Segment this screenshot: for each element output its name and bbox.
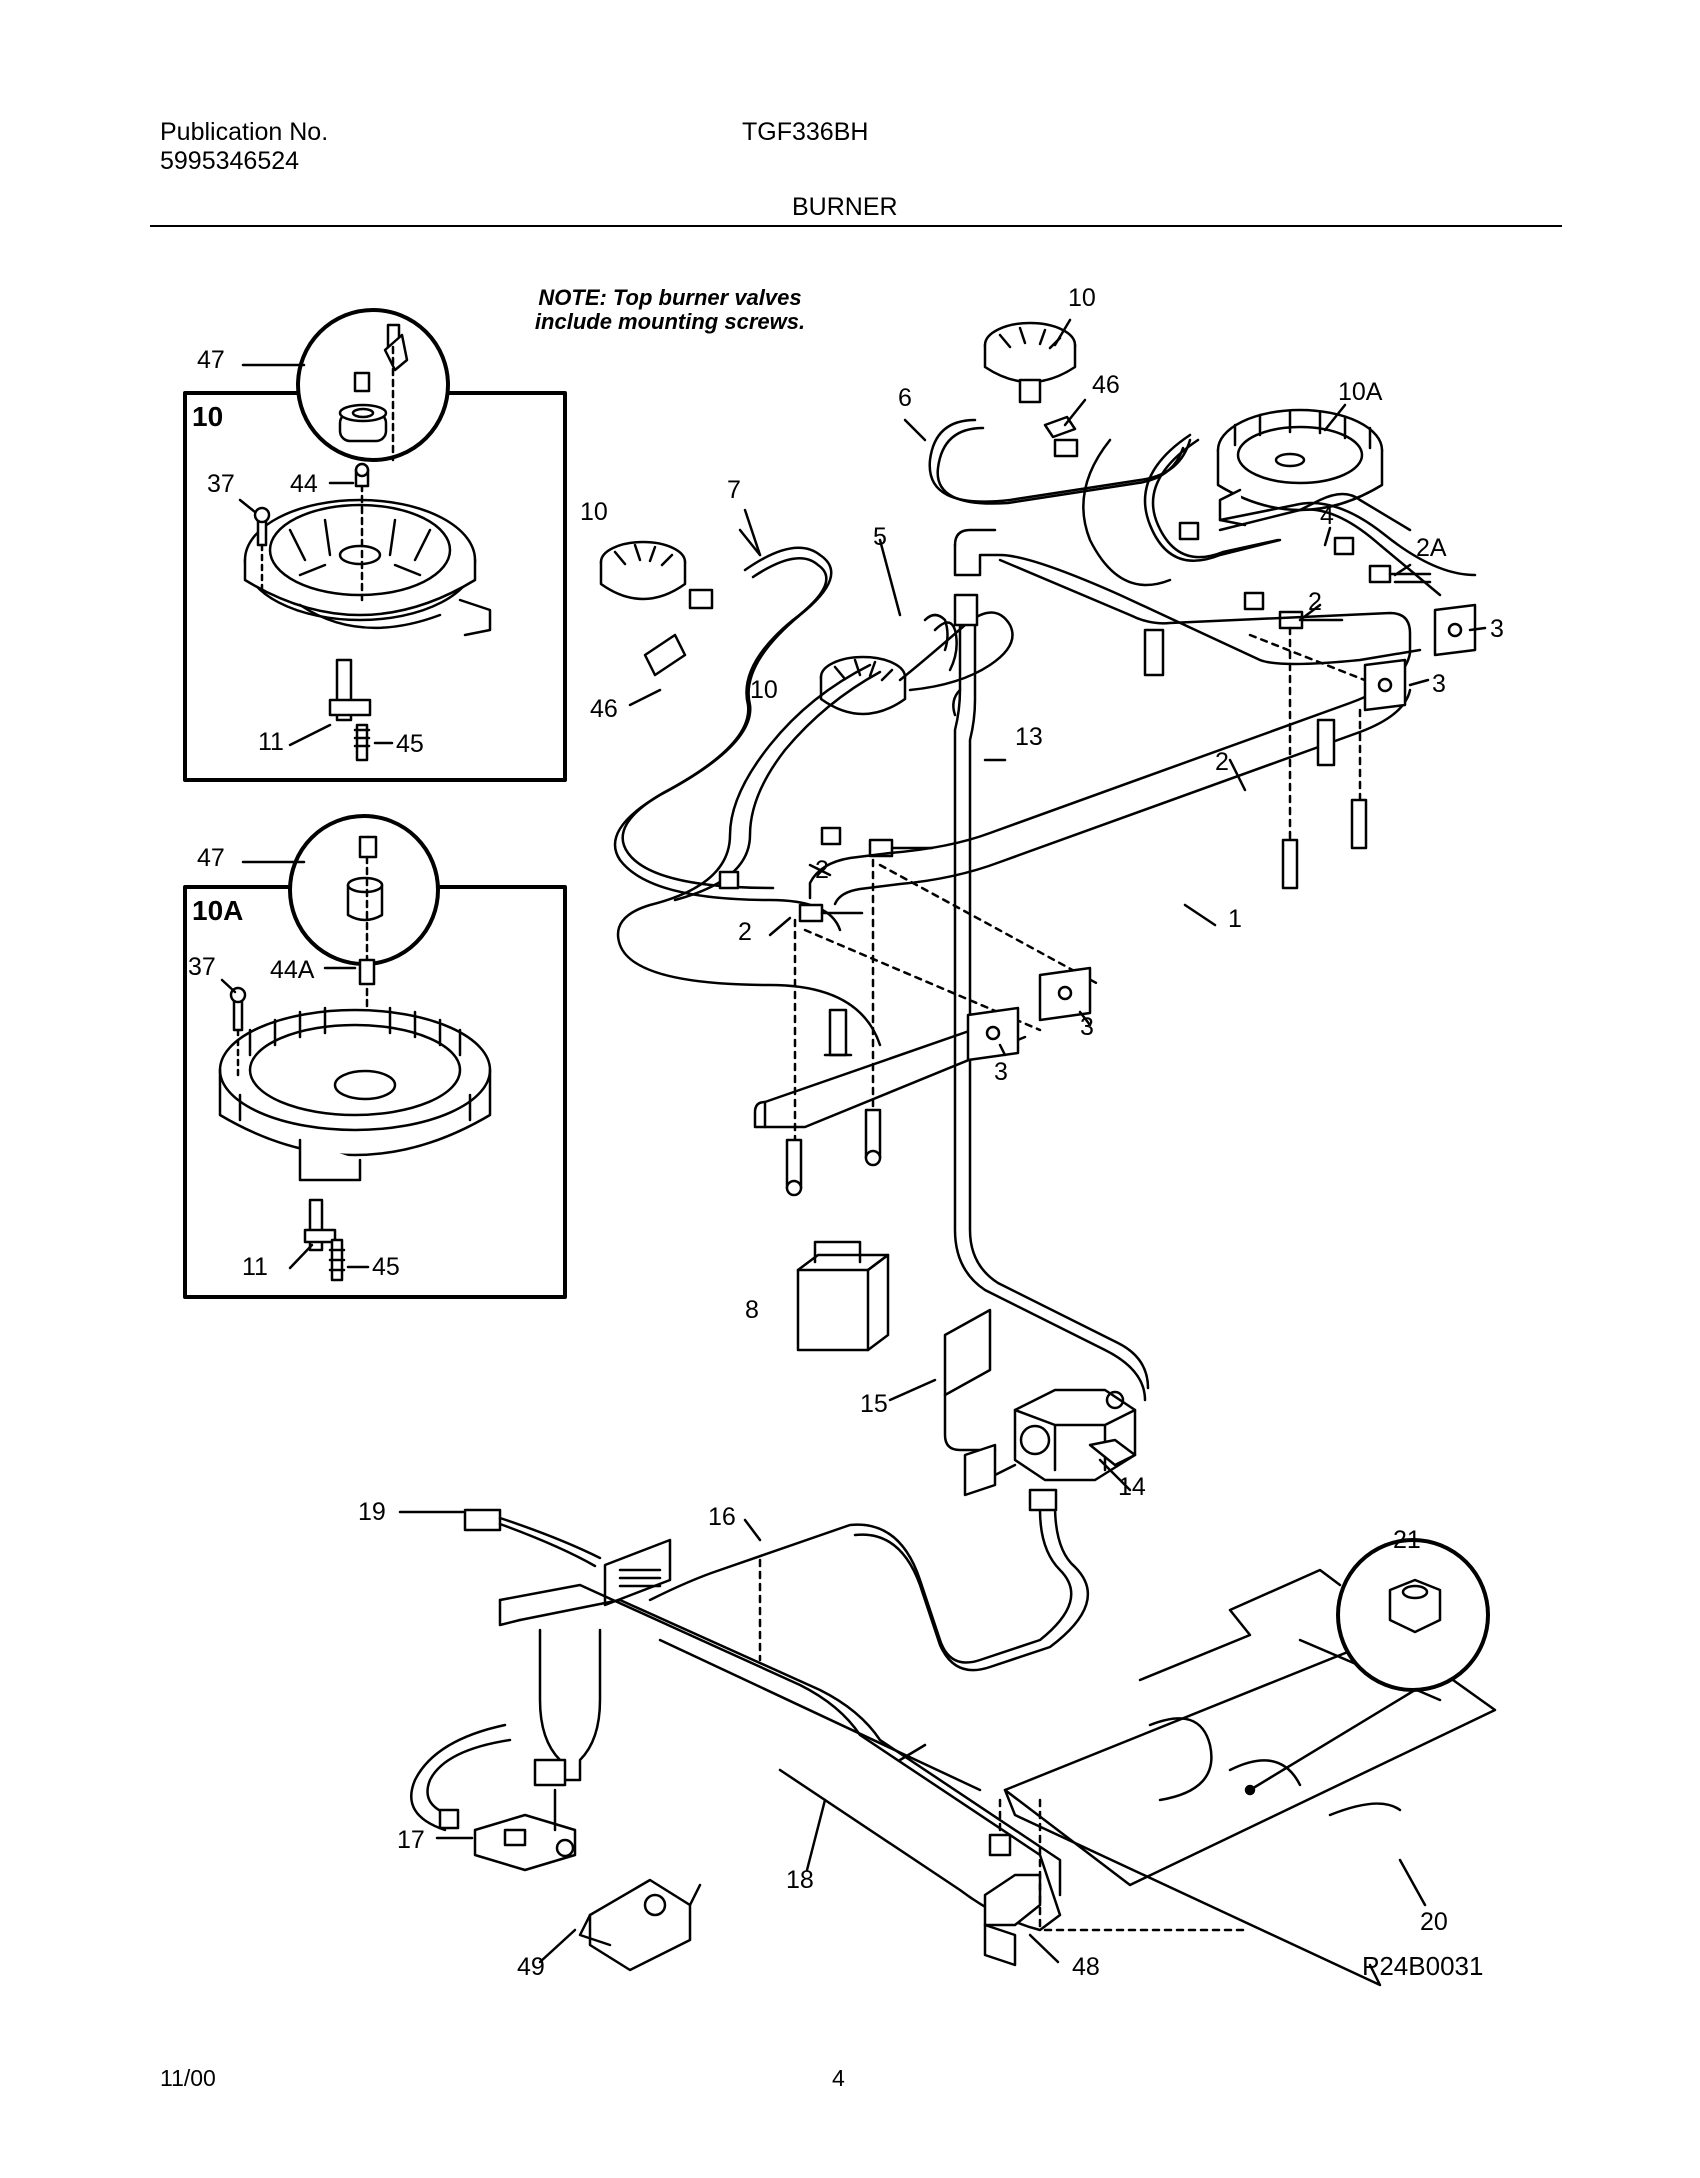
- callout-3: 3: [1490, 615, 1504, 643]
- callout-21: 21: [1393, 1526, 1421, 1554]
- model-number: TGF336BH: [742, 118, 869, 146]
- mounting-screws: [785, 798, 1368, 1197]
- callout-10: 10: [750, 676, 778, 704]
- callout-16: 16: [708, 1503, 736, 1531]
- inset-10-burner-head: [243, 462, 492, 762]
- note-text: NOTE: Top burner valves include mounting…: [515, 286, 825, 334]
- publication-number: 5995346524: [160, 147, 300, 175]
- callout-2: 2: [1308, 588, 1322, 616]
- leader-37-top: [238, 498, 257, 514]
- regulator-bracket: [943, 1308, 1017, 1497]
- callout-2: 2: [1215, 748, 1229, 776]
- callout-18: 18: [786, 1866, 814, 1894]
- callout-6: 6: [898, 384, 912, 412]
- leader-11-top: [288, 723, 332, 747]
- callout-labels: 47 37 44 11 45 47 37 44A 11 45 10 10A 6 …: [188, 284, 1504, 1981]
- callout-1: 1: [1228, 905, 1242, 933]
- header-rule: [150, 225, 1562, 227]
- callout-37: 37: [188, 953, 216, 981]
- callout-49: 49: [517, 1953, 545, 1981]
- inset-10a-title: 10A: [192, 895, 243, 926]
- publication-label: Publication No.: [160, 118, 329, 146]
- callout-8: 8: [745, 1296, 759, 1324]
- burner-brackets-lower: [578, 1873, 1042, 1972]
- callout-10: 10: [580, 498, 608, 526]
- inset-10-zoom-circle: [296, 308, 450, 462]
- callout-20: 20: [1420, 1908, 1448, 1936]
- top-burner-large-10a: [1216, 408, 1384, 527]
- callout-47: 47: [197, 346, 225, 374]
- valve-brackets: [643, 415, 1477, 1062]
- callout-45: 45: [372, 1253, 400, 1281]
- figure-code: P24B0031: [1362, 1951, 1483, 1981]
- callout-3: 3: [1080, 1013, 1094, 1041]
- inset-10-title: 10: [192, 401, 223, 432]
- callout-3: 3: [994, 1058, 1008, 1086]
- nut-zoom: [1244, 1538, 1490, 1796]
- callout-2a: 2A: [1416, 534, 1447, 562]
- orifice-fittings: [718, 438, 1432, 923]
- footer-date: 11/00: [160, 2065, 216, 2091]
- callout-19: 19: [358, 1498, 386, 1526]
- callout-37: 37: [207, 470, 235, 498]
- spark-module: [796, 1240, 890, 1352]
- top-burner-valve-right: [983, 321, 1077, 404]
- callout-13: 13: [1015, 723, 1043, 751]
- callout-48: 48: [1072, 1953, 1100, 1981]
- callout-46: 46: [1092, 371, 1120, 399]
- callout-44a: 44A: [270, 956, 315, 984]
- top-burner-valve-center: [819, 655, 907, 716]
- top-burner-valve-left: [599, 540, 714, 610]
- callout-leaders: [398, 318, 1487, 1964]
- inset-10a-burner-base: [218, 986, 492, 1282]
- callout-2: 2: [815, 856, 829, 884]
- callout-15: 15: [860, 1390, 888, 1418]
- callout-14: 14: [1118, 1473, 1146, 1501]
- callout-4: 4: [1320, 502, 1334, 530]
- callout-2: 2: [738, 918, 752, 946]
- footer-page: 4: [832, 2065, 845, 2091]
- callout-3: 3: [1432, 670, 1446, 698]
- callout-47: 47: [197, 844, 225, 872]
- note-line-2: include mounting screws.: [534, 309, 806, 334]
- callout-46: 46: [590, 695, 618, 723]
- leader-37-bottom: [220, 978, 237, 994]
- oven-burner-assembly: [410, 1488, 1090, 1932]
- callout-7: 7: [727, 476, 741, 504]
- section-title: BURNER: [792, 193, 898, 221]
- note-line-1: NOTE: Top burner valves: [538, 285, 802, 310]
- callout-44: 44: [290, 470, 318, 498]
- leader-11-bottom: [288, 1243, 314, 1270]
- inset-10-spark-cap: [338, 323, 409, 462]
- callout-45: 45: [396, 730, 424, 758]
- callout-10a: 10A: [1338, 378, 1383, 406]
- callout-10: 10: [1068, 284, 1096, 312]
- pressure-regulator: [1013, 1388, 1137, 1482]
- gas-tubes: [613, 418, 1477, 1402]
- callout-17: 17: [397, 1826, 425, 1854]
- callout-5: 5: [873, 523, 887, 551]
- callout-11: 11: [242, 1253, 268, 1281]
- callout-11: 11: [258, 728, 284, 756]
- manifold-bar: [753, 528, 1422, 1129]
